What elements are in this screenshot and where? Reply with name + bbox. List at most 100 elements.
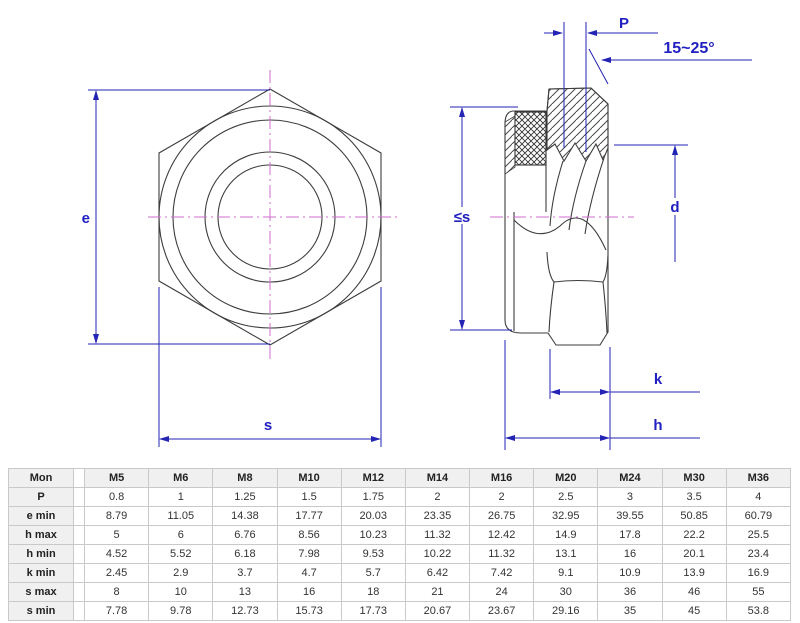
column-header: M36 (725, 468, 792, 488)
thread-flank (584, 157, 605, 235)
column-header: M20 (533, 468, 599, 488)
value-cell: 3.5 (661, 487, 727, 507)
label-p: P (619, 15, 629, 32)
value-cell: 39.55 (597, 506, 663, 526)
value-cell: 24 (469, 582, 535, 602)
bore-wave (513, 217, 607, 251)
column-header: M10 (276, 468, 342, 488)
value-cell: 23.35 (404, 506, 471, 526)
value-cell: 8 (83, 582, 150, 602)
value-cell: 17.8 (597, 525, 663, 545)
value-cell: 12.73 (212, 601, 278, 621)
value-cell: 2 (469, 487, 535, 507)
value-cell: 25.5 (725, 525, 792, 545)
column-header: M16 (469, 468, 535, 488)
facet-edge (602, 281, 608, 334)
technical-drawing: e s P (82, 15, 752, 450)
facet-edge (546, 251, 555, 283)
value-cell: 16 (276, 582, 342, 602)
value-cell: 21 (404, 582, 471, 602)
value-cell: 45 (661, 601, 727, 621)
facet-edge (548, 281, 555, 333)
side-view (504, 87, 609, 346)
value-cell: 10 (148, 582, 214, 602)
value-cell: 15.73 (276, 601, 342, 621)
crimp-lip-hatch (504, 115, 516, 175)
value-cell: 13 (212, 582, 278, 602)
value-cell: 20.1 (661, 544, 727, 564)
value-cell: 35 (597, 601, 663, 621)
label-k: k (654, 371, 663, 388)
row-label: s max (8, 582, 74, 602)
locking-insert (514, 111, 547, 166)
value-cell: 11.05 (148, 506, 214, 526)
value-cell: 8.56 (276, 525, 342, 545)
facet-edge (602, 254, 609, 283)
thread-flank (568, 160, 587, 231)
value-cell: 60.79 (725, 506, 792, 526)
value-cell: 0.8 (83, 487, 150, 507)
spacer-cell (73, 544, 85, 564)
value-cell: 32.95 (533, 506, 599, 526)
spacer-cell (73, 563, 85, 583)
value-cell: 3.7 (212, 563, 278, 583)
spacer-cell (73, 601, 85, 621)
value-cell: 1.5 (276, 487, 342, 507)
value-cell: 23.4 (725, 544, 792, 564)
value-cell: 4.7 (276, 563, 342, 583)
value-cell: 3 (597, 487, 663, 507)
value-cell: 1.75 (340, 487, 406, 507)
value-cell: 14.38 (212, 506, 278, 526)
row-label: s min (8, 601, 74, 621)
value-cell: 9.78 (148, 601, 214, 621)
value-cell: 17.73 (340, 601, 406, 621)
value-cell: 13.1 (533, 544, 599, 564)
value-cell: 16.9 (725, 563, 792, 583)
value-cell: 2 (404, 487, 471, 507)
row-label: P (8, 487, 74, 507)
row-label: k min (8, 563, 74, 583)
value-cell: 9.53 (340, 544, 406, 564)
spacer-cell (73, 487, 85, 507)
value-cell: 1 (148, 487, 214, 507)
value-cell: 7.78 (83, 601, 150, 621)
column-header: M12 (340, 468, 406, 488)
label-h: h (653, 417, 662, 434)
value-cell: 6 (148, 525, 214, 545)
column-header: M5 (83, 468, 150, 488)
spacer-cell (73, 506, 85, 526)
value-cell: 4.52 (83, 544, 150, 564)
value-cell: 10.23 (340, 525, 406, 545)
column-header: M6 (148, 468, 214, 488)
value-cell: 17.77 (276, 506, 342, 526)
value-cell: 46 (661, 582, 727, 602)
column-header: M30 (661, 468, 727, 488)
value-cell: 6.42 (404, 563, 471, 583)
column-header: M24 (597, 468, 663, 488)
value-cell: 30 (533, 582, 599, 602)
value-cell: 6.76 (212, 525, 278, 545)
value-cell: 20.03 (340, 506, 406, 526)
thread-flank (549, 160, 564, 227)
value-cell: 29.16 (533, 601, 599, 621)
value-cell: 7.42 (469, 563, 535, 583)
front-centerlines (148, 70, 398, 363)
column-header: M14 (404, 468, 471, 488)
spacer-cell (73, 525, 85, 545)
nut-drawing-svg: e s P (82, 15, 752, 450)
label-backing (666, 198, 684, 215)
facet-line (553, 279, 604, 283)
value-cell: 4 (725, 487, 792, 507)
label-angle: 15~25° (663, 40, 714, 57)
value-cell: 26.75 (469, 506, 535, 526)
value-cell: 18 (340, 582, 406, 602)
value-cell: 7.98 (276, 544, 342, 564)
spacer-cell (73, 582, 85, 602)
